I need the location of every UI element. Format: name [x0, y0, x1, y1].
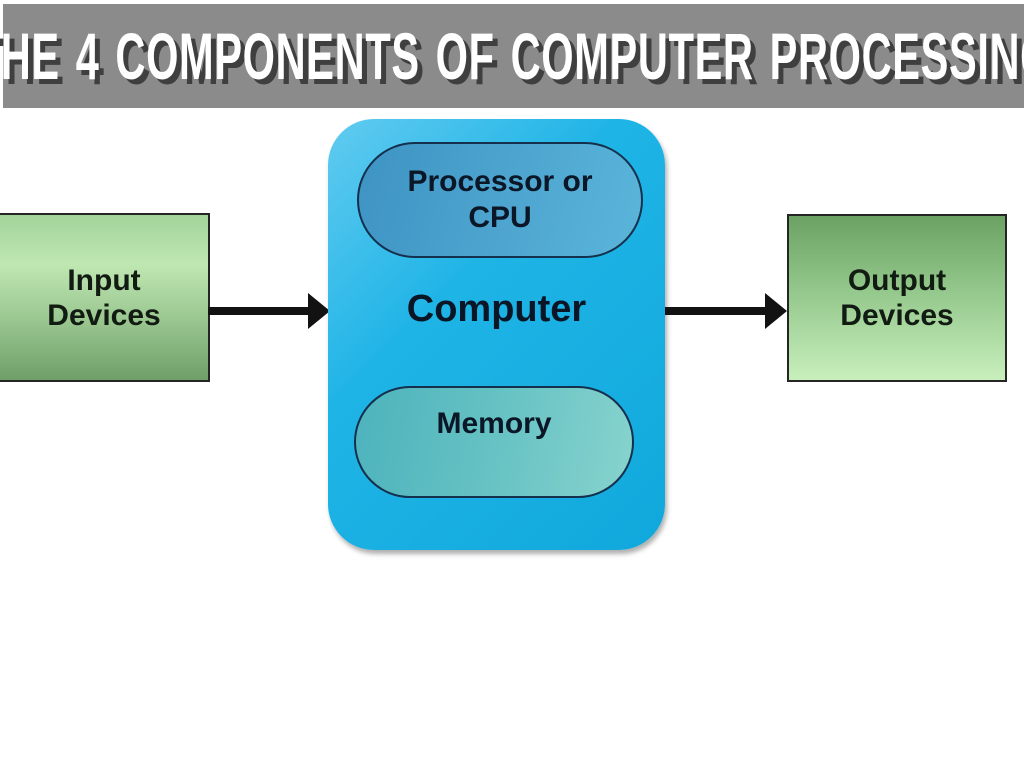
output-devices-label-line2: Devices — [840, 299, 954, 332]
computer-box: Processor or CPU Computer Memory — [328, 119, 665, 550]
arrow-computer-to-output-line — [665, 307, 767, 315]
output-devices-label-line1: Output — [847, 264, 947, 297]
processor-label-line2: CPU — [468, 201, 532, 234]
processor-cpu-pill: Processor or CPU — [357, 142, 643, 258]
memory-label: Memory — [436, 407, 552, 440]
arrow-input-to-computer-line — [208, 307, 310, 315]
arrow-computer-to-output-head-icon — [765, 293, 787, 329]
processor-label-line1: Processor or — [407, 165, 593, 198]
output-devices-box: Output Devices — [787, 214, 1007, 382]
slide-title: THE 4 COMPONENTS OF COMPUTER PROCESSING — [0, 19, 1024, 93]
arrow-input-to-computer-head-icon — [308, 293, 330, 329]
input-devices-box: Input Devices — [0, 213, 210, 382]
computer-label: Computer — [406, 288, 587, 330]
input-devices-label-line2: Devices — [47, 298, 161, 332]
input-devices-label-line1: Input — [67, 263, 141, 297]
memory-pill: Memory — [354, 386, 634, 498]
title-banner: THE 4 COMPONENTS OF COMPUTER PROCESSING — [0, 4, 1024, 108]
